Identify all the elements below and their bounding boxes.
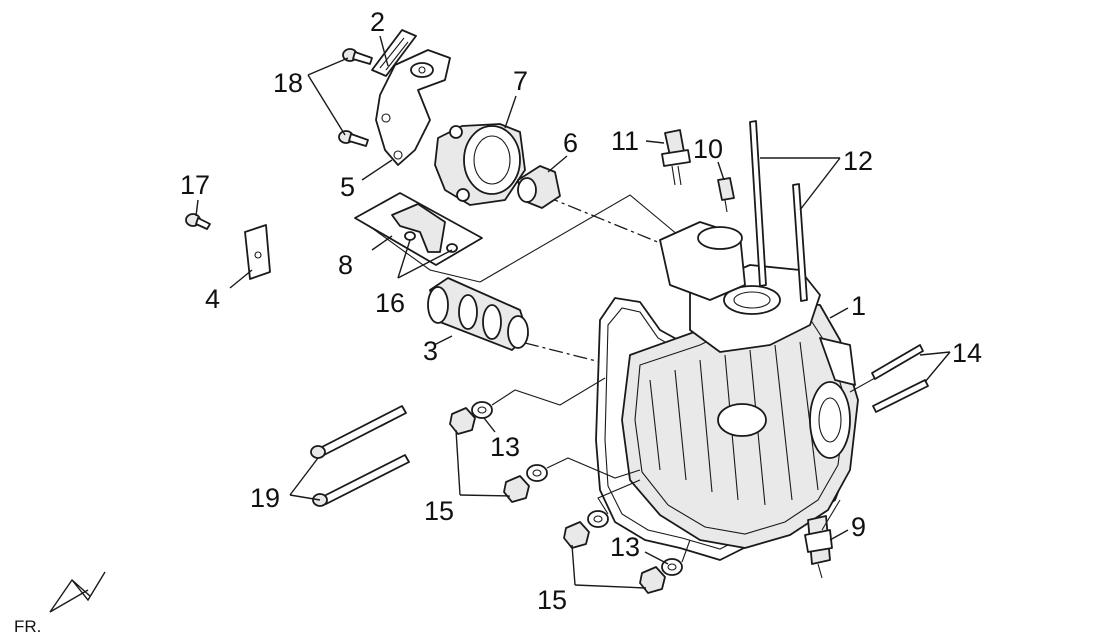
callout-13-upper: 13 [490, 432, 520, 462]
callout-1: 1 [851, 291, 866, 321]
part-18-screws [338, 48, 373, 147]
callout-12: 12 [843, 146, 873, 176]
callout-17: 17 [180, 170, 210, 200]
callout-15-upper: 15 [424, 496, 454, 526]
part-6-cap [517, 165, 561, 209]
callout-8: 8 [338, 250, 353, 280]
callout-15-lower: 15 [537, 585, 567, 615]
callout-5: 5 [340, 172, 355, 202]
callout-13-lower: 13 [610, 532, 640, 562]
callout-11: 11 [611, 126, 639, 156]
part-4-plate [244, 224, 271, 280]
part-15-nuts [449, 407, 666, 594]
assembly-lines [491, 377, 876, 563]
front-label: FR. [14, 617, 41, 636]
part-14-studs [871, 344, 929, 413]
part-17-bolt [185, 213, 211, 230]
callout-14: 14 [952, 338, 982, 368]
callout-9: 9 [851, 512, 866, 542]
front-direction-indicator: FR. [14, 571, 106, 636]
part-8-plate [354, 192, 483, 266]
part-7-intake-manifold [434, 123, 526, 206]
leader-lines [195, 35, 951, 589]
callout-2: 2 [370, 7, 385, 37]
callout-4: 4 [205, 284, 220, 314]
callout-19: 19 [250, 483, 280, 513]
callout-6: 6 [563, 128, 578, 158]
callout-18: 18 [273, 68, 303, 98]
assembly-center-lines [357, 194, 691, 373]
callout-7: 7 [513, 66, 528, 96]
part-5-holder [375, 49, 451, 166]
part-3-camshaft [427, 277, 529, 351]
part-9-spark-plug [804, 515, 833, 579]
part-11-sensor [661, 129, 691, 186]
callout-3: 3 [423, 336, 438, 366]
part-13-washers [471, 401, 683, 576]
callout-16: 16 [375, 288, 405, 318]
part-2-bracket [371, 29, 417, 77]
cylinder-head-assembly [595, 221, 859, 561]
callout-10: 10 [693, 134, 723, 164]
part-12-studs [749, 120, 808, 302]
callout-labels: 1 2 3 4 5 6 7 8 9 10 11 12 13 13 14 15 1… [180, 7, 982, 615]
part-10-plug [717, 177, 735, 213]
part-19-bolts [310, 405, 410, 507]
